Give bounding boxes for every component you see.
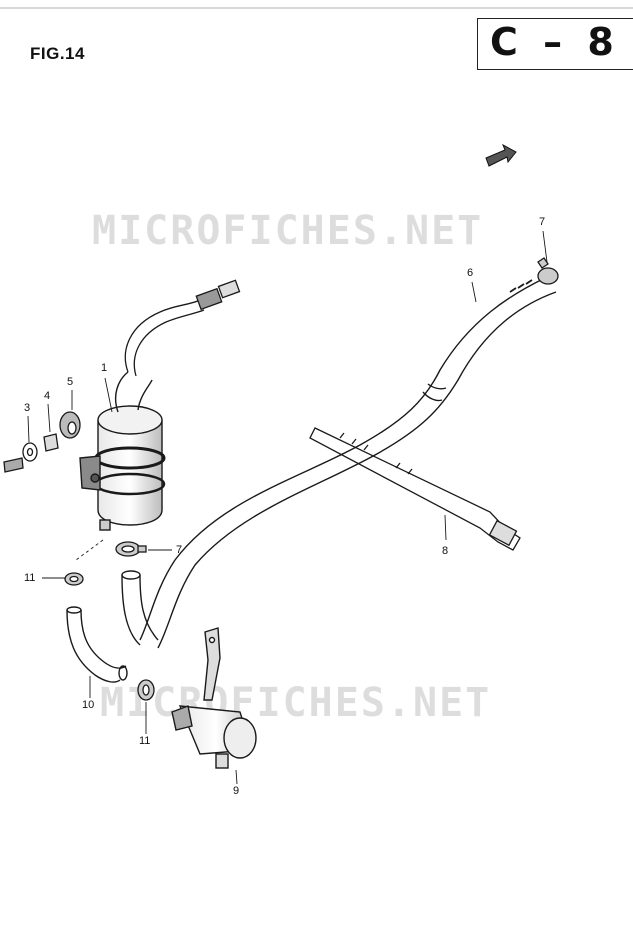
- grommet-5: [59, 411, 81, 439]
- leader-lines: [27, 230, 548, 785]
- callout-6: 6: [467, 267, 474, 279]
- clamp-11-lower: [137, 679, 155, 701]
- clamp-7-top: [537, 257, 559, 285]
- callout-9: 9: [233, 785, 240, 797]
- callout-11-lower: 11: [139, 735, 151, 747]
- hose-10: [66, 606, 128, 683]
- section-code-box: [477, 18, 633, 70]
- callout-5: 5: [67, 376, 74, 388]
- callout-11-upper: 11: [24, 572, 36, 584]
- spacer-4: [43, 433, 59, 452]
- bolt: [3, 457, 24, 473]
- clamp-11-upper: [64, 572, 84, 586]
- front-arrow-icon: [485, 143, 517, 167]
- callout-7-lower: 7: [176, 544, 183, 556]
- fuel-hose-bend: [121, 570, 159, 646]
- valve-9: [171, 627, 257, 769]
- section-code: C – 8: [490, 20, 620, 64]
- wire-harness: [124, 279, 241, 377]
- watermark-bottom: MICROFICHES.NET: [100, 680, 492, 726]
- callout-3: 3: [24, 402, 31, 414]
- callout-8: 8: [442, 545, 449, 557]
- clamp-7-lower: [115, 541, 147, 557]
- mounting-strap: [309, 427, 521, 551]
- fuel-hose-main: [139, 277, 557, 649]
- callout-4: 4: [44, 390, 51, 402]
- watermark-top: MICROFICHES.NET: [92, 208, 484, 254]
- callout-7-top: 7: [539, 216, 546, 228]
- figure-title: FIG.14: [30, 44, 85, 63]
- washer-3: [22, 442, 38, 462]
- callout-1: 1: [101, 362, 108, 374]
- fuel-pump: [79, 371, 166, 531]
- callout-10: 10: [82, 699, 95, 711]
